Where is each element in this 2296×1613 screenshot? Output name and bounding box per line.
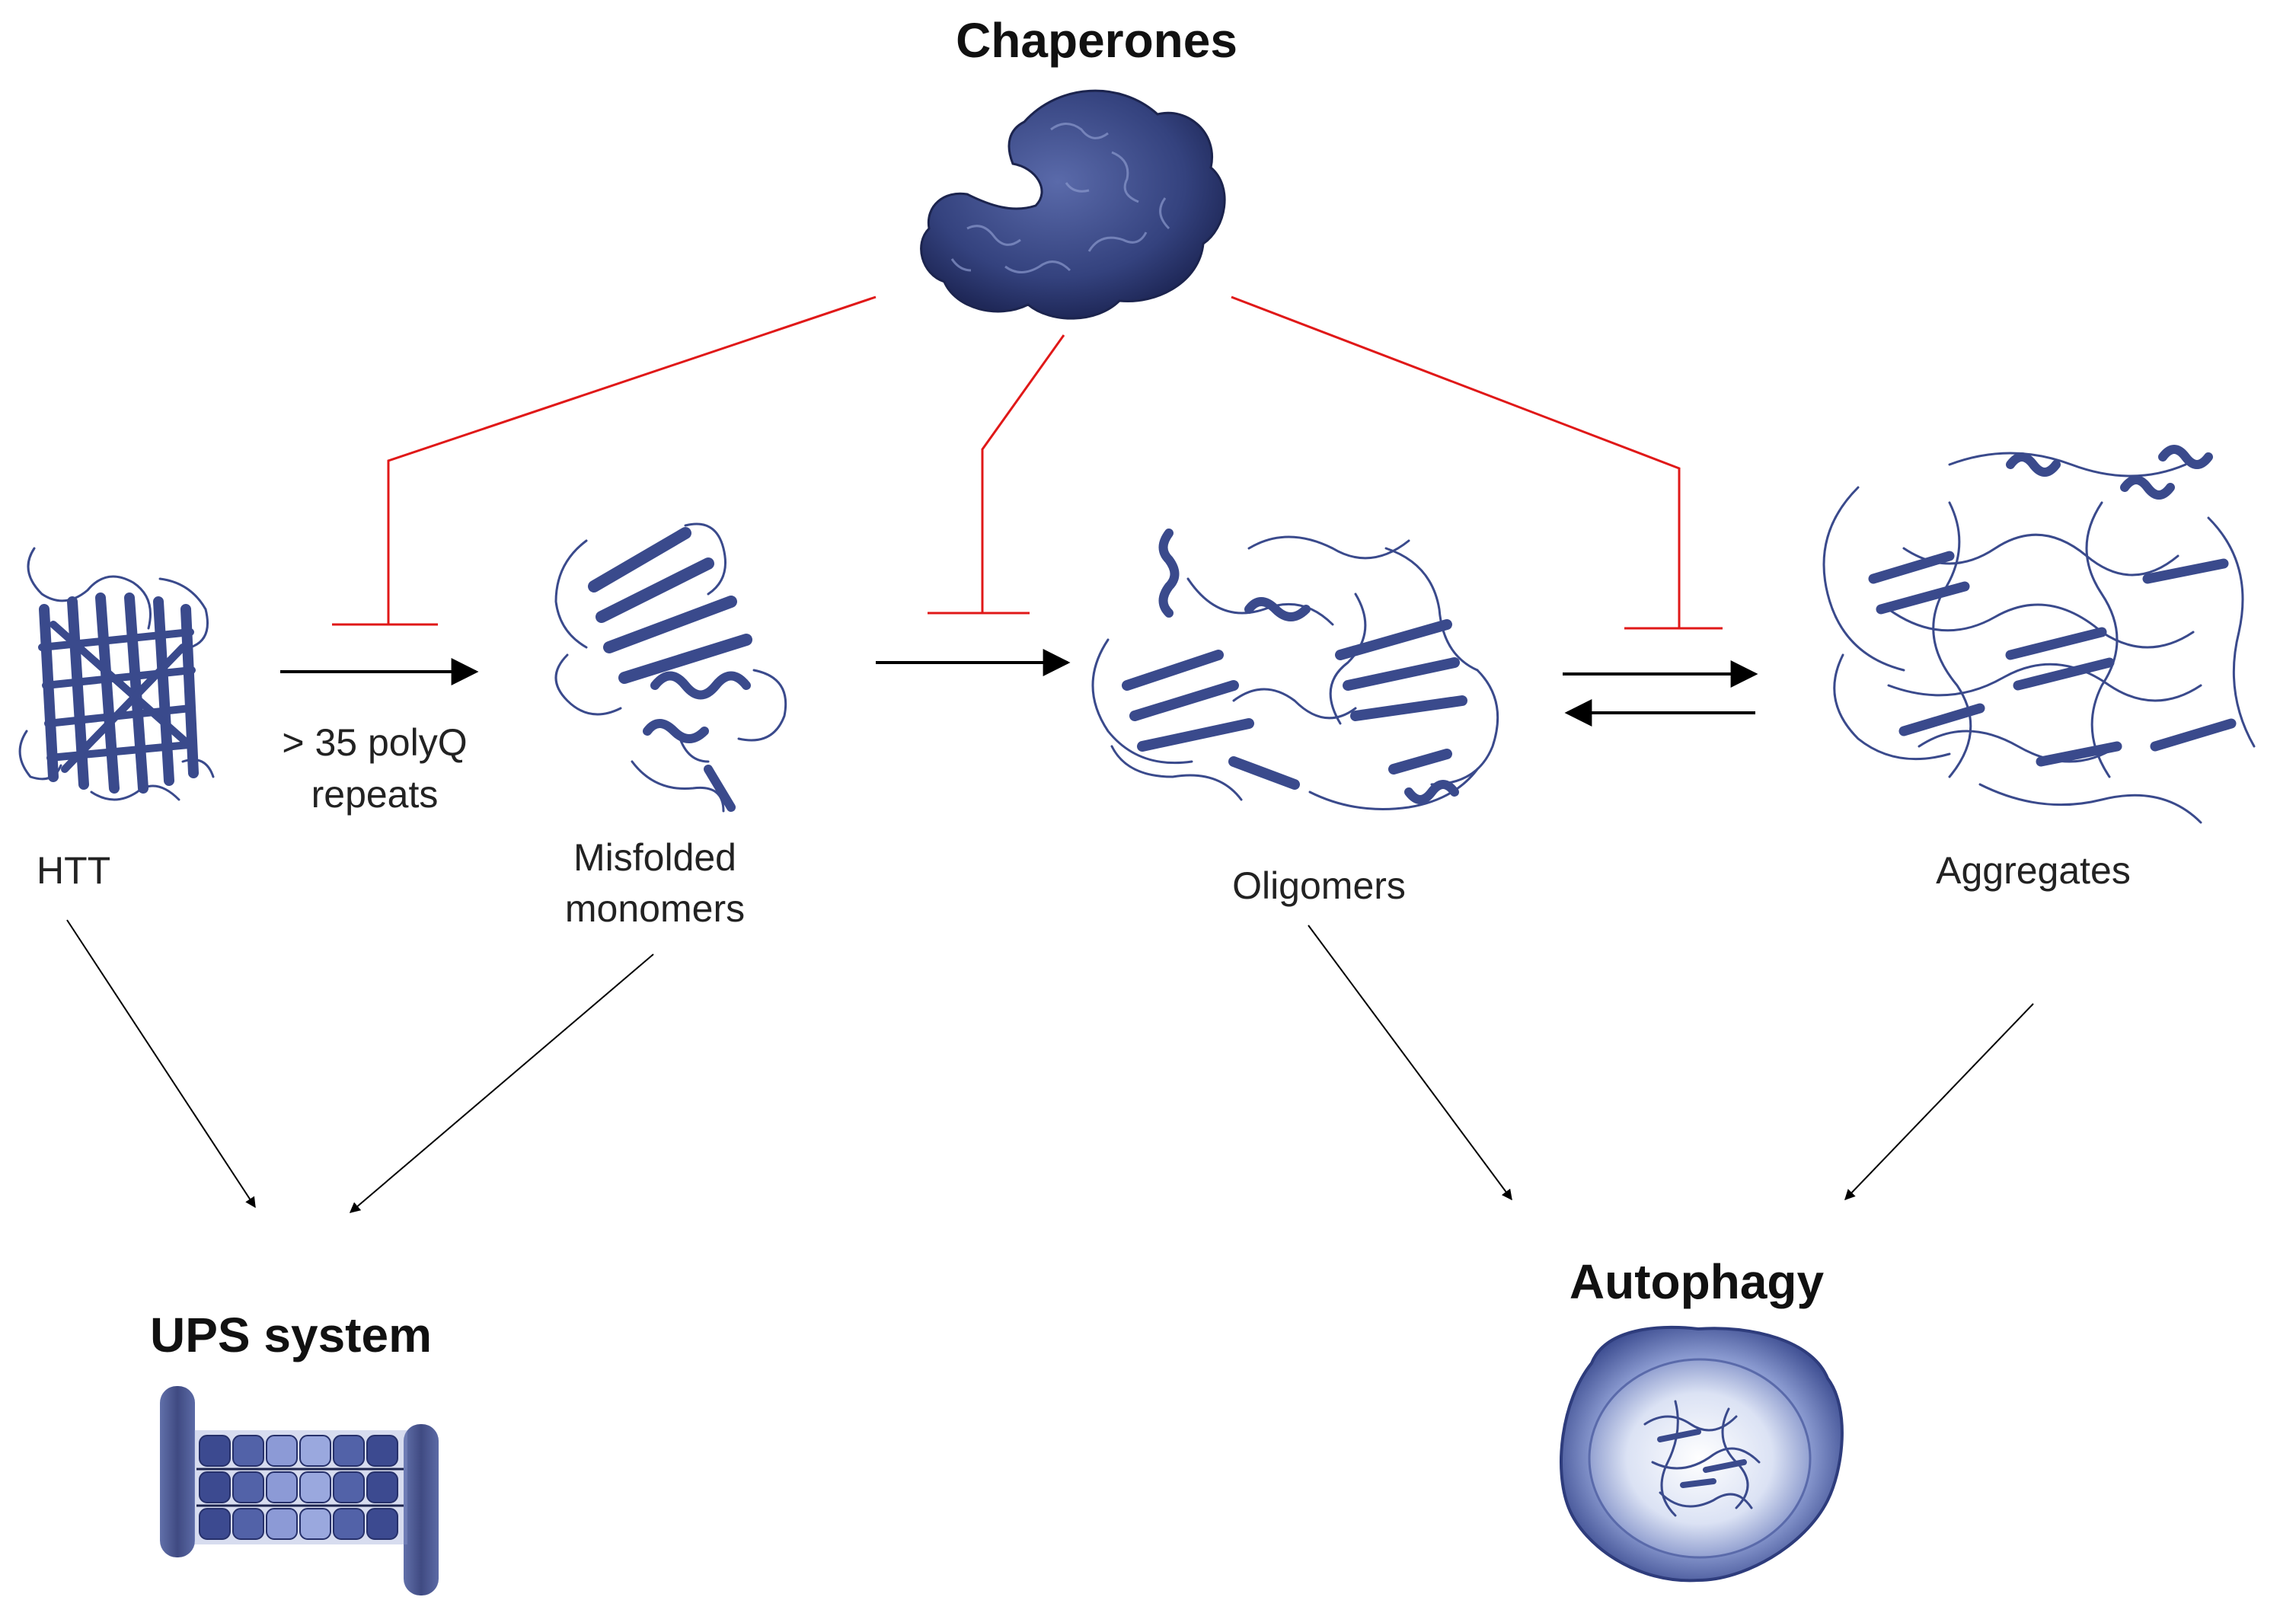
misfolded-monomer-icon [554, 522, 787, 813]
beta-barrel-protein-icon [18, 547, 215, 801]
arrow-misfolded-to-ups [349, 953, 654, 1213]
inhibition-lines [332, 295, 1723, 630]
misfolded-label-line1: Misfolded [573, 836, 736, 879]
ups-system-label: UPS system [150, 1308, 432, 1362]
polyq-label-line1: > 35 polyQ [282, 721, 467, 764]
chaperones-label: Chaperones [956, 13, 1237, 68]
arrow-htt-to-ups [66, 919, 256, 1209]
polyq-label-line2: repeats [311, 773, 439, 816]
oligomer-protein-icon [1091, 529, 1499, 810]
chaperone-protein-surface-icon [920, 89, 1226, 320]
htt-label: HTT [37, 849, 110, 892]
oligomers-label: Oligomers [1232, 864, 1406, 907]
inhibition-line-oligomerization [981, 334, 1065, 613]
inhibition-line-aggregation [1231, 295, 1681, 628]
aggregates-label: Aggregates [1936, 849, 2131, 892]
proteasome-icon [160, 1386, 439, 1595]
inhibition-line-misfolding [387, 295, 877, 624]
arrow-aggregates-to-autophagy [1844, 1003, 2034, 1201]
autophagosome-icon [1560, 1325, 1844, 1583]
misfolded-label-line2: monomers [565, 887, 745, 930]
arrow-oligomers-to-autophagy [1308, 925, 1512, 1201]
aggregate-protein-icon [1822, 445, 2256, 824]
autophagy-label: Autophagy [1570, 1254, 1825, 1309]
